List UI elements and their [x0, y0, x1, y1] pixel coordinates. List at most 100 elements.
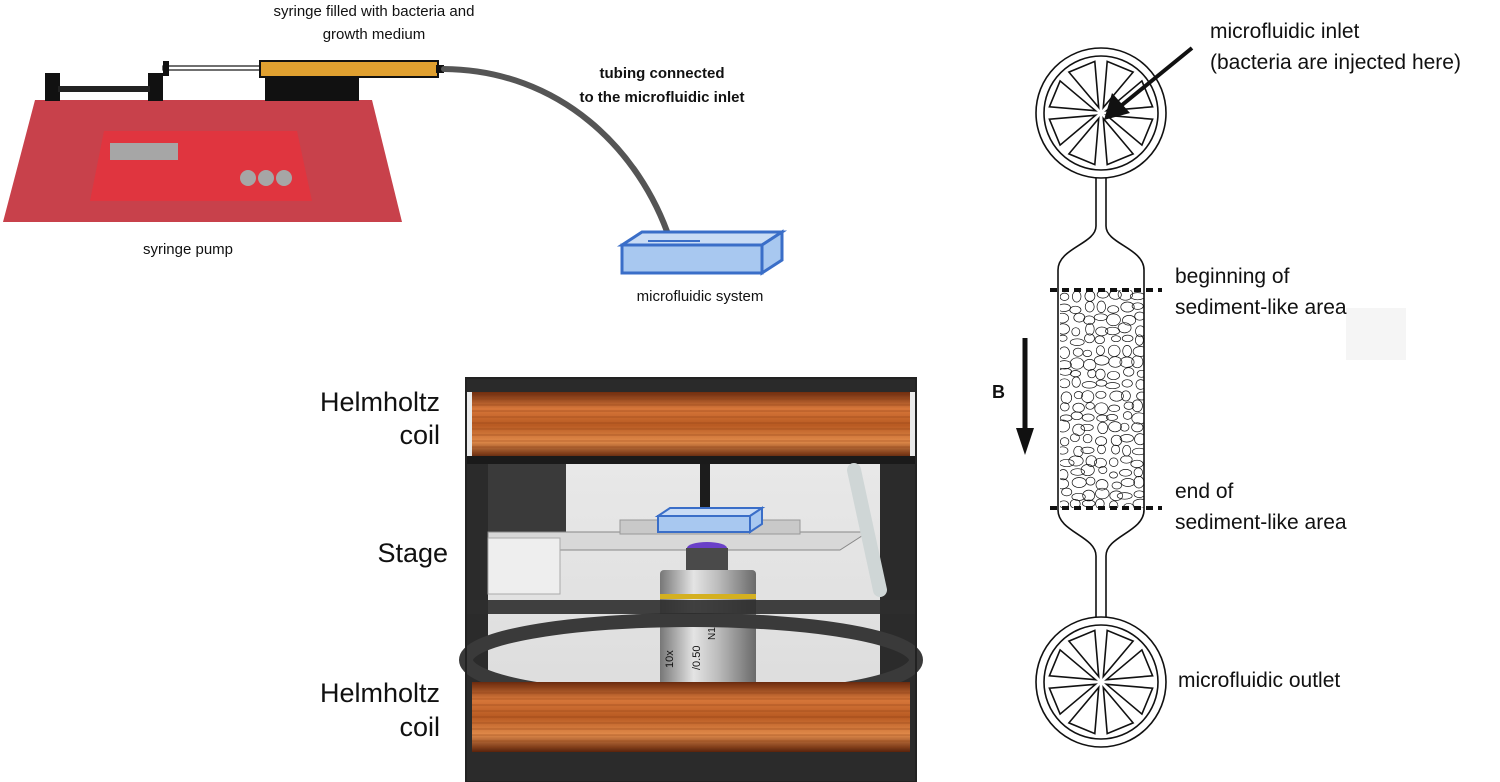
sediment-grain — [1070, 370, 1081, 378]
sediment-grain — [1060, 292, 1070, 301]
sediment-grain — [1093, 355, 1110, 366]
pump-label: syringe pump — [143, 241, 233, 258]
sediment-grain — [1132, 346, 1144, 357]
tubing — [441, 66, 673, 243]
sediment-grain — [1095, 487, 1110, 500]
channel-outline-left — [1057, 178, 1097, 617]
begin-label-line2: sediment-like area — [1175, 296, 1347, 319]
sediment-grain — [1085, 322, 1095, 336]
sediment-grain — [1135, 379, 1144, 390]
sediment-grain — [1073, 312, 1086, 323]
sediment-grain — [1131, 302, 1144, 310]
sediment-grain — [1083, 315, 1096, 325]
microfluidic-system-label: microfluidic system — [637, 288, 764, 305]
wheel-channel — [1104, 114, 1154, 147]
sediment-grain — [1130, 459, 1144, 468]
wheel-channel — [1048, 648, 1098, 681]
sediment-grain — [1129, 292, 1144, 301]
sediment-grain — [1108, 500, 1119, 508]
channel-schematic — [1035, 47, 1167, 748]
sediment-grain — [1072, 402, 1085, 413]
wheel-channel — [1067, 116, 1100, 166]
sediment-grain — [1105, 382, 1120, 390]
sediment-grain — [1110, 434, 1123, 446]
sediment-grain — [1108, 356, 1123, 368]
sediment-grain — [1060, 446, 1069, 455]
sediment-grain — [1120, 301, 1135, 313]
sediment-grain — [1072, 290, 1082, 303]
sediment-grain — [1108, 404, 1121, 412]
pump-rail — [58, 86, 150, 92]
wheel-channel — [1067, 685, 1100, 735]
sediment-grain — [1069, 357, 1085, 370]
helmholtz-bottom-line1: Helmholtz — [320, 678, 440, 708]
sediment-grain — [1080, 446, 1095, 454]
sediment-grain — [1060, 312, 1069, 324]
sediment-grain — [1131, 399, 1143, 413]
inlet-arrow — [1104, 46, 1194, 120]
sediment-grain — [1082, 434, 1093, 444]
sediment-grain — [1085, 455, 1097, 467]
sediment-grain — [1107, 370, 1120, 381]
sediment-grain — [1119, 422, 1130, 432]
sediment-grain — [1122, 345, 1132, 358]
inlet-label-line1: microfluidic inlet — [1210, 20, 1360, 43]
sediment-grain — [1060, 303, 1071, 312]
sediment-grain — [1131, 355, 1144, 369]
microfluidic-chip-icon — [616, 229, 788, 276]
microscope-photo: 10x /0.50 N1 — [459, 377, 923, 782]
sediment-grain — [1081, 413, 1095, 422]
sediment-grain — [1095, 498, 1105, 508]
sediment-grain — [1080, 423, 1094, 432]
sediment-grain — [1136, 369, 1144, 378]
tubing-label-line1: tubing connected — [600, 65, 725, 82]
sediment-grain — [1095, 390, 1107, 399]
wheel-channel — [1102, 116, 1135, 166]
sediment-grain — [1060, 437, 1070, 447]
sediment-grain — [1117, 322, 1132, 334]
channel-outline-right — [1105, 178, 1145, 617]
sediment-grain — [1122, 411, 1133, 420]
sediment-grain — [1123, 401, 1135, 410]
sediment-grain — [1073, 391, 1084, 400]
sediment-grain — [1109, 490, 1123, 501]
sediment-grain — [1096, 414, 1109, 422]
syringe-plunger-head — [163, 61, 169, 76]
sediment-grain — [1133, 467, 1143, 478]
pump-end-block — [148, 73, 163, 101]
sediment-grain — [1133, 490, 1144, 498]
sediment-grain — [1071, 477, 1087, 488]
sediment-grain — [1097, 421, 1109, 435]
sediment-grain — [1073, 445, 1084, 458]
wheel-channel — [1048, 79, 1098, 112]
faint-box — [1346, 308, 1406, 360]
objective-na: /0.50 — [691, 646, 703, 670]
pump-button — [240, 170, 256, 186]
sediment-grain — [1121, 379, 1133, 388]
sediment-grain — [1060, 346, 1070, 359]
wheel-channel — [1102, 685, 1135, 735]
sediment-grain — [1082, 349, 1093, 357]
sediment-grain — [1106, 414, 1118, 421]
sediment-grain — [1094, 335, 1105, 345]
sediment-grain — [1119, 469, 1133, 477]
syringe-label-line2: growth medium — [323, 26, 426, 43]
helmholtz-top-line2: coil — [399, 420, 440, 450]
sediment-grain — [1122, 444, 1132, 457]
sediment-grain — [1095, 479, 1109, 491]
sediment-grain — [1095, 368, 1106, 380]
sediment-grain — [1107, 344, 1121, 357]
outlet-label: microfluidic outlet — [1178, 669, 1340, 692]
sediment-grain — [1060, 402, 1070, 412]
sediment-grain — [1108, 421, 1122, 433]
sediment-grain — [1087, 369, 1097, 379]
sediment-grain — [1083, 359, 1097, 371]
sediment-grain — [1060, 478, 1069, 490]
end-label-line2: sediment-like area — [1175, 511, 1347, 534]
objective-series: N1 — [707, 627, 718, 640]
pump-panel — [90, 131, 312, 201]
sediment-grain — [1094, 457, 1107, 469]
sediment-grain — [1109, 457, 1119, 467]
sediment-grain — [1072, 347, 1084, 357]
sediment-grain — [1132, 447, 1144, 456]
